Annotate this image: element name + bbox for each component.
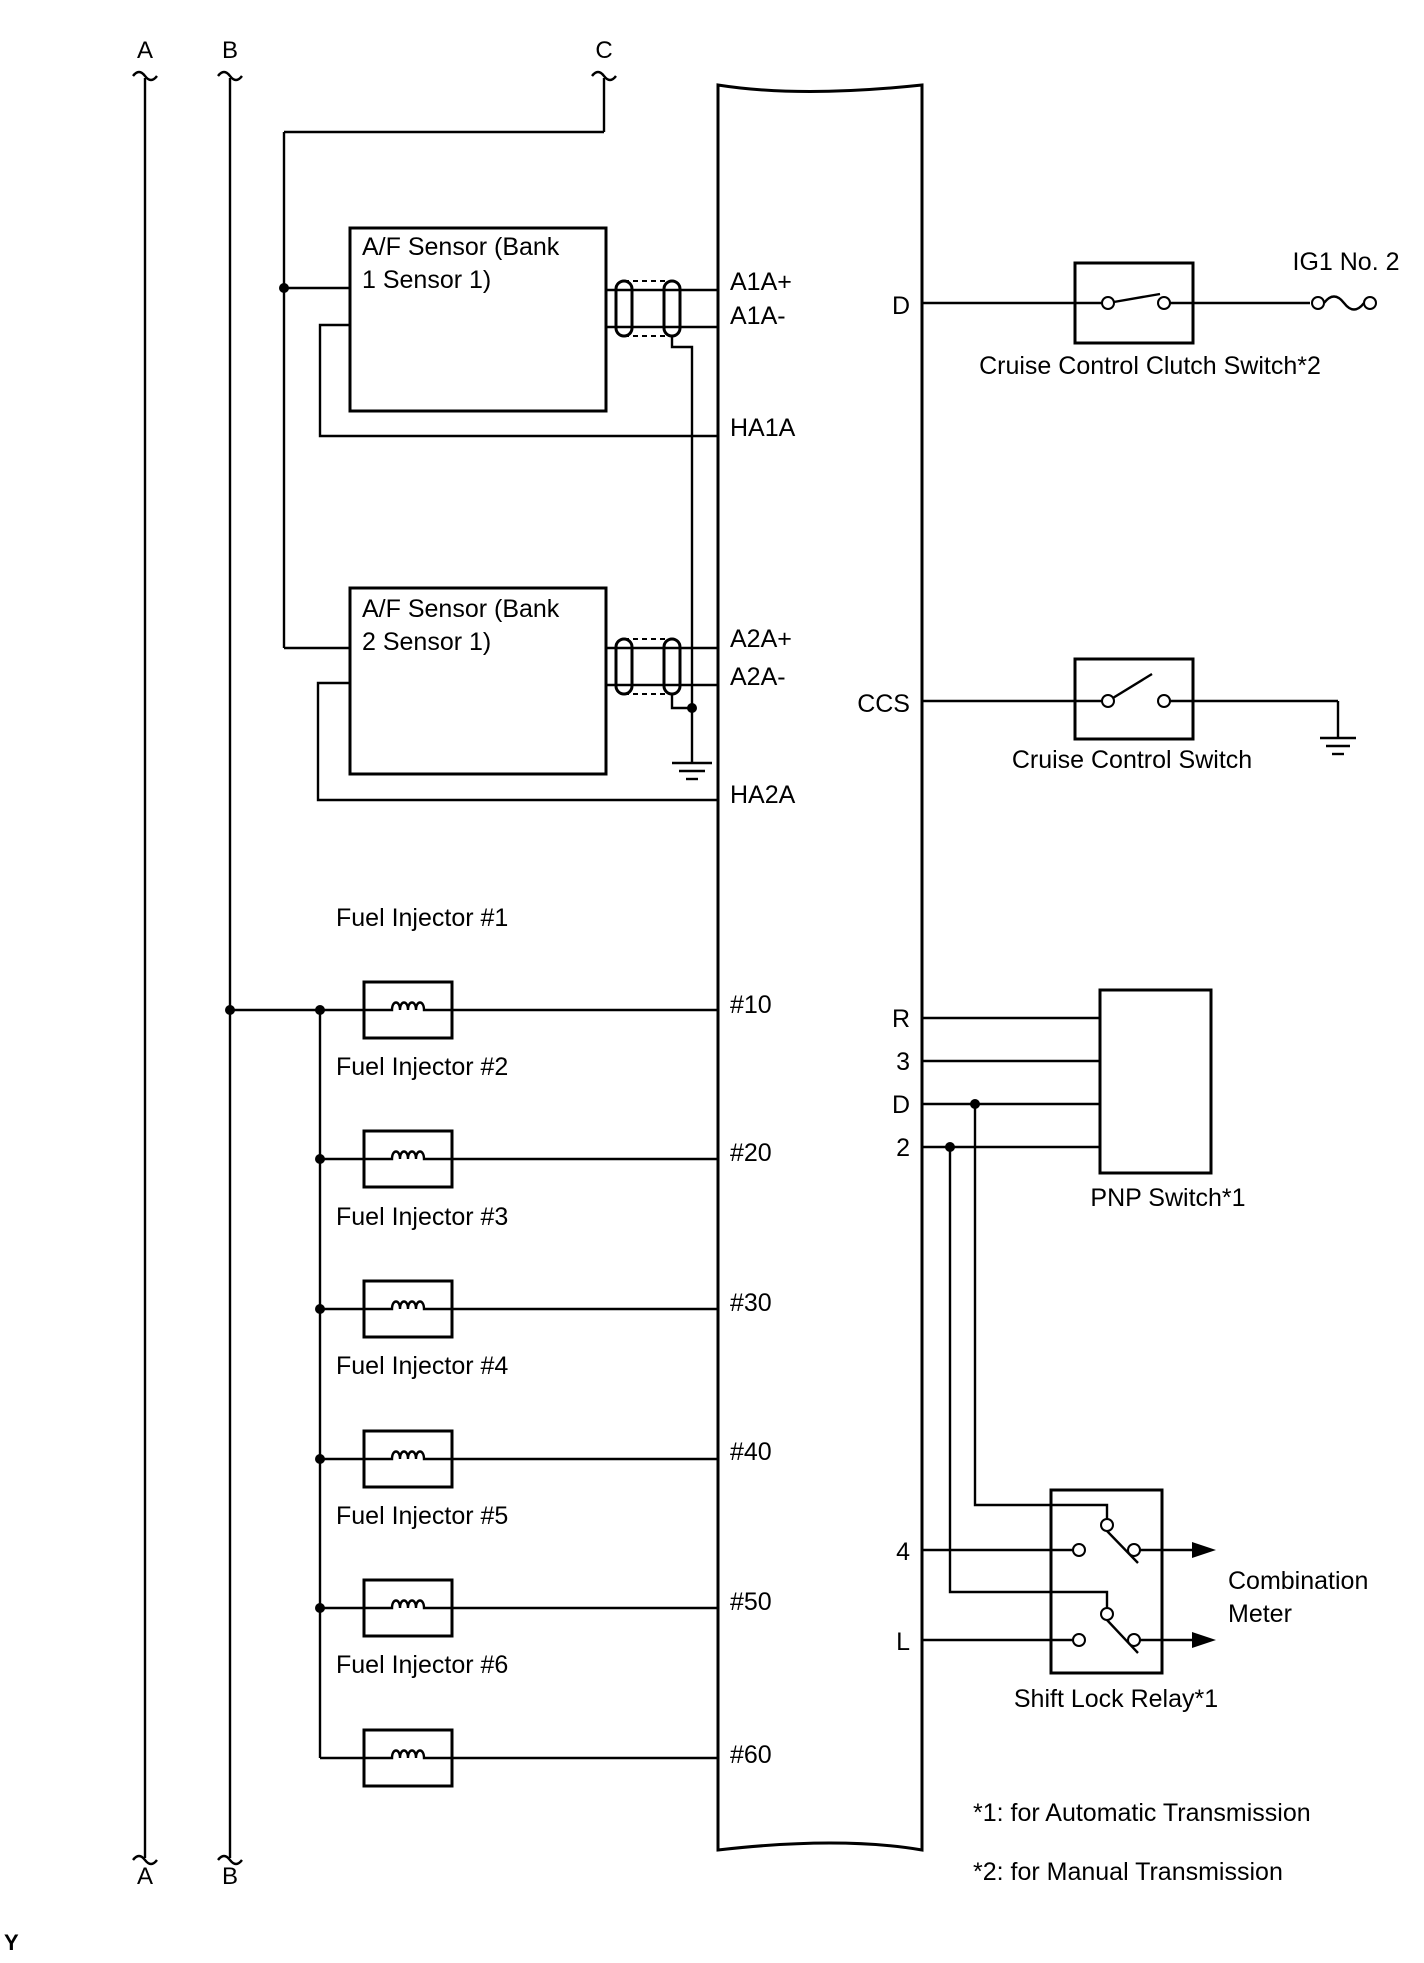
pin-a1a-plus: A1A+ [730,268,792,296]
injector-2-label: Fuel Injector #2 [336,1053,508,1081]
pnp-switch-label: PNP Switch*1 [1090,1184,1245,1212]
bus-b [217,70,243,1866]
fuel-injectors: Fuel Injector #1 Fuel Injector #2 Fuel I… [225,904,772,1788]
pin-10: #10 [730,991,772,1019]
injector-1 [315,980,718,1040]
injector-2 [315,1129,718,1189]
pin-a2a-minus: A2A- [730,663,786,691]
pin-50: #50 [730,1588,772,1616]
pin-ha1a: HA1A [730,414,796,442]
af-sensor-bank2-label-line2: 2 Sensor 1) [362,628,491,656]
af-sensor-bank2-label-line1: A/F Sensor (Bank [362,595,560,623]
cruise-switch-label: Cruise Control Switch [1012,746,1252,774]
af-sensor-bank1-label-line1: A/F Sensor (Bank [362,233,560,261]
combination-meter-label-line2: Meter [1228,1600,1292,1628]
pnp-switch: R 3 D 2 PNP Switch*1 [892,988,1246,1212]
pnp-pin-r: R [892,1005,910,1033]
corner-mark: Y [4,1930,19,1955]
bus-b-top-label: B [222,37,238,64]
note-automatic-transmission: *1: for Automatic Transmission [973,1799,1311,1827]
injector-6-label: Fuel Injector #6 [336,1651,508,1679]
pin-20: #20 [730,1139,772,1167]
combination-meter-label-line1: Combination [1228,1567,1368,1595]
injector-4 [315,1429,718,1489]
bus-b-bottom-label: B [222,1863,238,1890]
ecm-body [716,83,924,1852]
pnp-pin-3: 3 [896,1048,910,1076]
bus-a [132,70,158,1866]
injector-3 [315,1279,718,1339]
cruise-control-clutch-switch: D Cruise Control Clutch Switch*2 IG1 No.… [892,248,1400,380]
bus-a-top-label: A [137,37,153,64]
af-sensor-bank1-label-line2: 1 Sensor 1) [362,266,491,294]
injector-3-label: Fuel Injector #3 [336,1203,508,1231]
pin-ha2a: HA2A [730,781,796,809]
af-sensor-bank2: A/F Sensor (Bank 2 Sensor 1) A2A+ A2A- H… [284,586,796,809]
pin-a2a-plus: A2A+ [730,625,792,653]
clutch-switch-label: Cruise Control Clutch Switch*2 [979,352,1321,380]
injector-6 [320,1728,718,1788]
shift-lock-relay: 4 L Shift Lock Relay*1 Combination Meter [896,1104,1368,1713]
bus-c [282,70,617,648]
af-sensor-bank1: A/F Sensor (Bank 1 Sensor 1) A1A+ A1A- H… [279,226,796,710]
relay-pin-l: L [896,1628,910,1656]
pin-a1a-minus: A1A- [730,302,786,330]
bus-c-top-label: C [595,37,612,64]
ccs-pin: CCS [857,690,910,718]
note-manual-transmission: *2: for Manual Transmission [973,1858,1283,1886]
pin-30: #30 [730,1289,772,1317]
cruise-control-switch: CCS Cruise Control Switch [857,657,1356,774]
injector-5 [315,1578,718,1638]
pnp-pin-2: 2 [896,1134,910,1162]
pnp-pin-d: D [892,1091,910,1119]
pin-60: #60 [730,1741,772,1769]
shift-lock-relay-label: Shift Lock Relay*1 [1014,1685,1218,1713]
injector-4-label: Fuel Injector #4 [336,1352,508,1380]
clutch-switch-pin: D [892,292,910,320]
pin-40: #40 [730,1438,772,1466]
fuse-ig1-no2-label: IG1 No. 2 [1293,248,1400,276]
injector-5-label: Fuel Injector #5 [336,1502,508,1530]
injector-1-label: Fuel Injector #1 [336,904,508,932]
bus-a-bottom-label: A [137,1863,153,1890]
relay-pin-4: 4 [896,1538,910,1566]
